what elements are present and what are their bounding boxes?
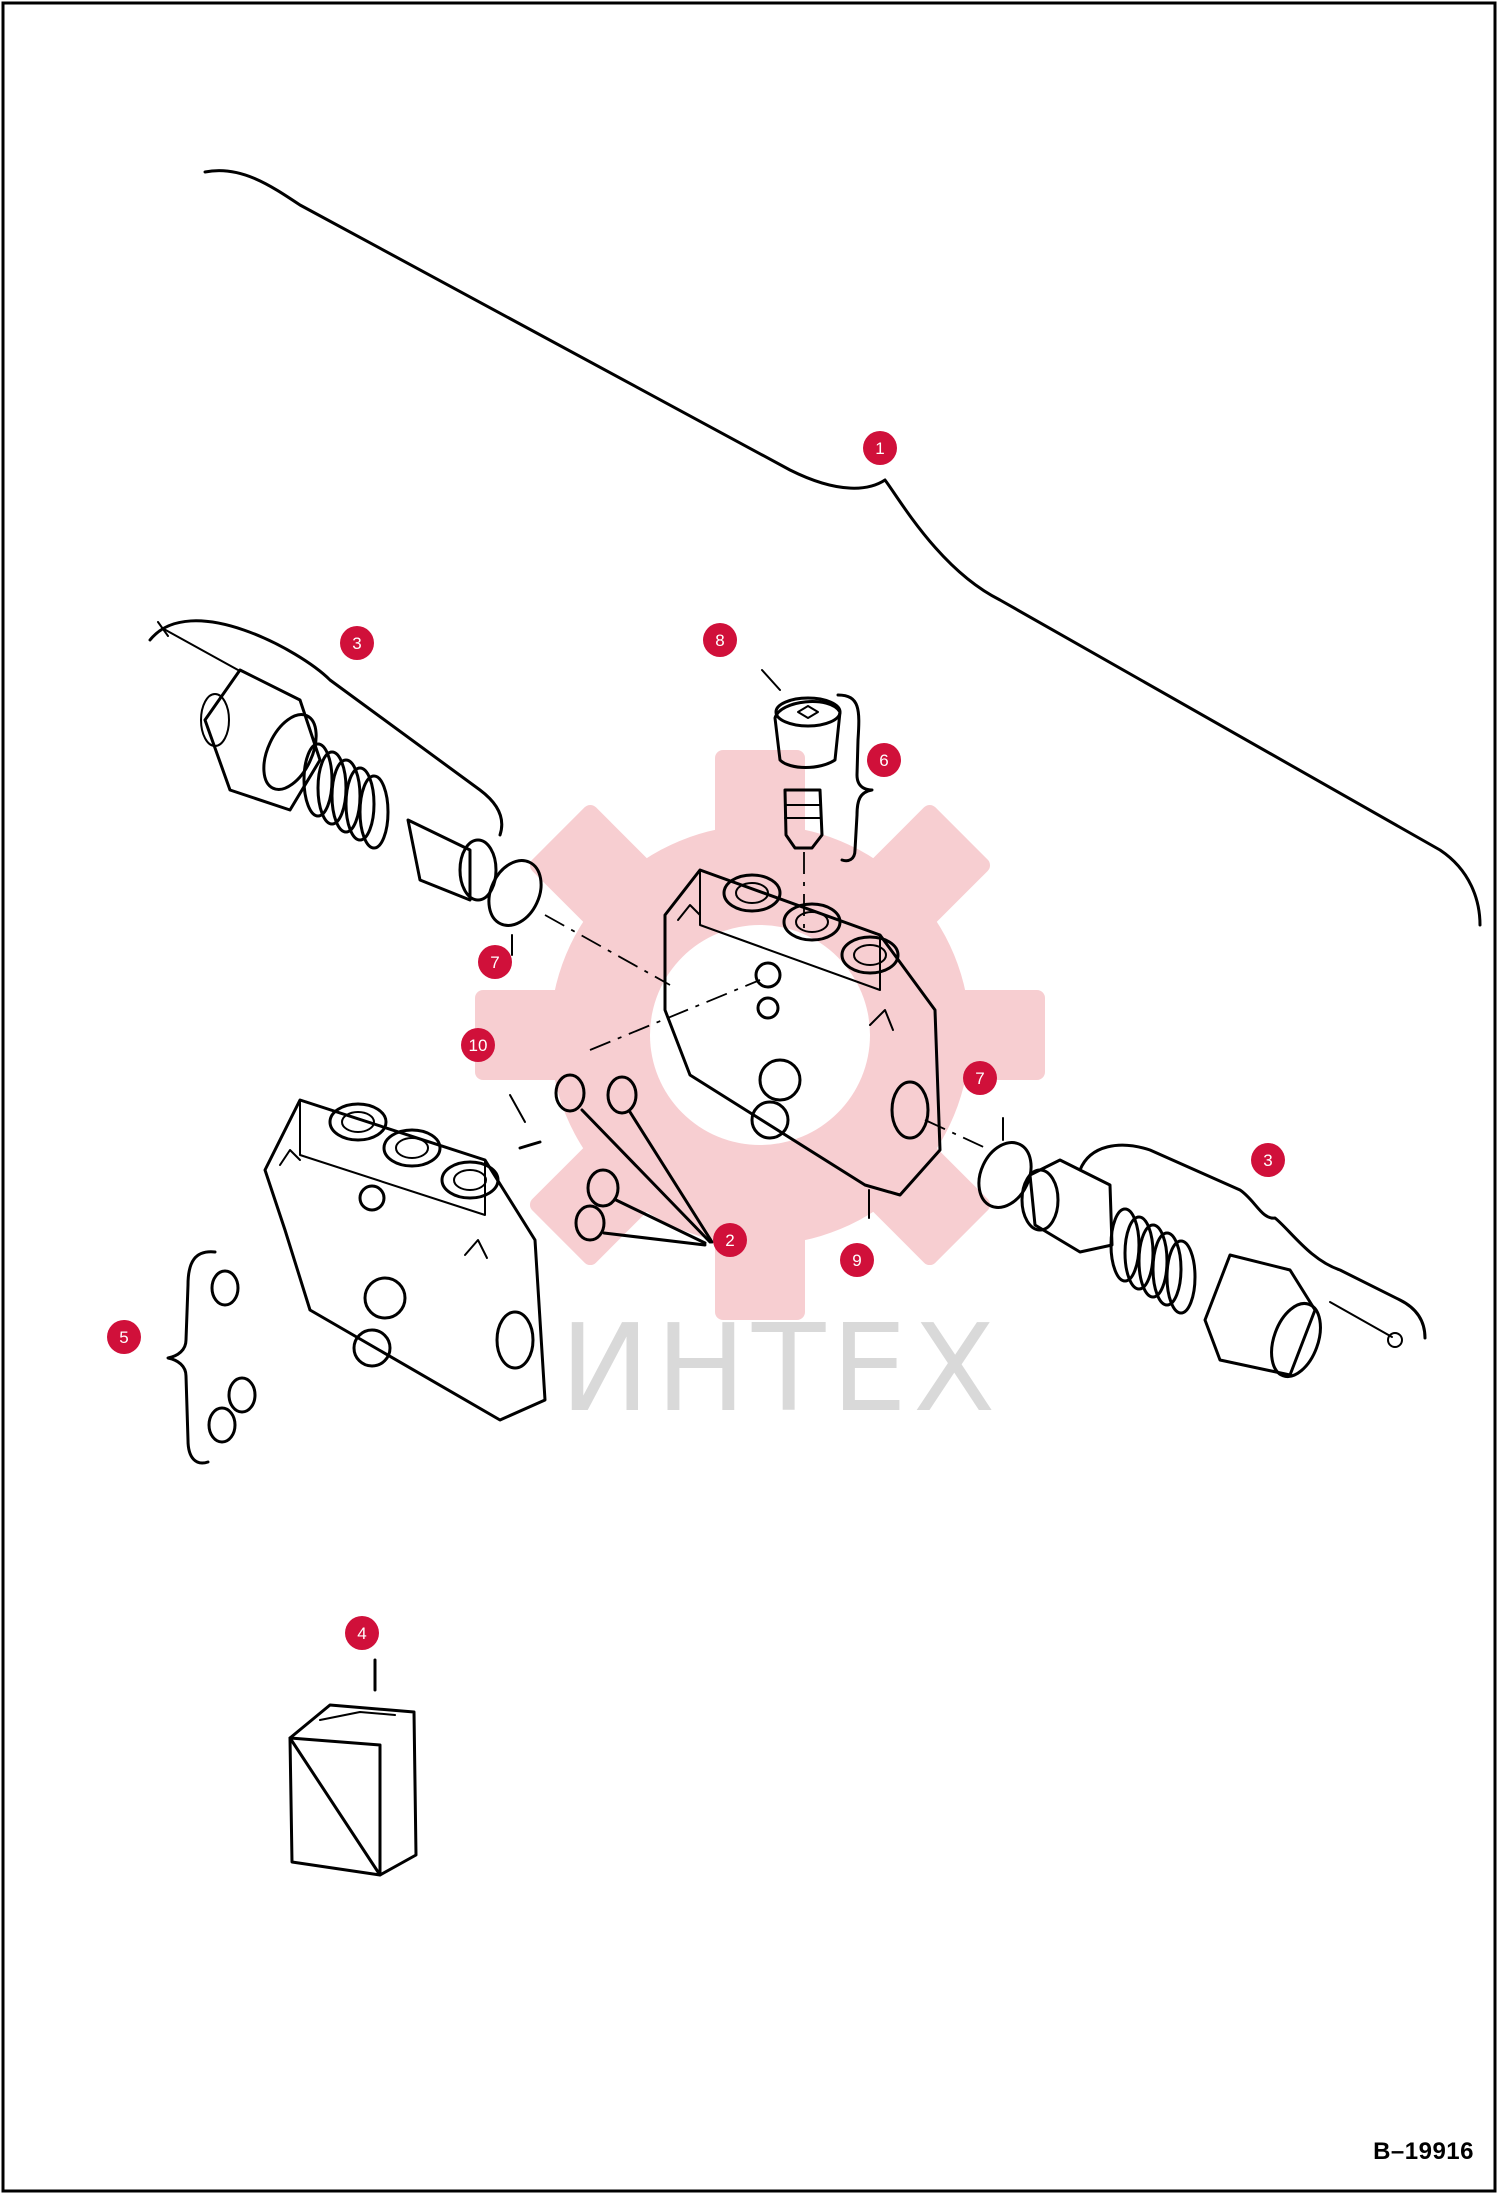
callout-10-label: 10 xyxy=(469,1036,488,1055)
callout-7-right[interactable]: 7 xyxy=(963,1061,997,1095)
drawing-number: B–19916 xyxy=(1373,2138,1474,2165)
callout-9[interactable]: 9 xyxy=(840,1243,874,1277)
callout-3-right-label: 3 xyxy=(1263,1151,1272,1170)
callout-5[interactable]: 5 xyxy=(107,1320,141,1354)
watermark-text: ИНТЕХ xyxy=(560,1300,1001,1439)
right-spool-assembly xyxy=(1020,1143,1427,1378)
callout-1-label: 1 xyxy=(875,439,884,458)
plug-relief-assembly xyxy=(761,669,874,930)
callout-2-label: 2 xyxy=(725,1231,734,1250)
assembly-bracket xyxy=(203,169,1482,927)
callout-4-label: 4 xyxy=(357,1624,366,1643)
pin-part xyxy=(509,1094,542,1150)
callout-3-left[interactable]: 3 xyxy=(340,626,374,660)
seal-kit-bracket xyxy=(166,1250,257,1465)
callout-3-left-label: 3 xyxy=(352,634,361,653)
o-rings-set xyxy=(554,1073,714,1247)
seal-kit-box xyxy=(288,1658,418,1877)
callout-7-left[interactable]: 7 xyxy=(478,945,512,979)
callout-9-label: 9 xyxy=(852,1251,861,1270)
watermark-gear xyxy=(475,750,1045,1320)
valve-section-main xyxy=(663,868,942,1219)
callout-5-label: 5 xyxy=(119,1328,128,1347)
callout-7-left-label: 7 xyxy=(490,953,499,972)
callout-2[interactable]: 2 xyxy=(713,1223,747,1257)
centerline-right xyxy=(924,1119,991,1151)
callout-6-label: 6 xyxy=(879,751,888,770)
callout-1[interactable]: 1 xyxy=(863,431,897,465)
callout-8[interactable]: 8 xyxy=(703,623,737,657)
centerline-ports xyxy=(589,979,761,1051)
valve-section-secondary xyxy=(263,1098,547,1422)
callout-4[interactable]: 4 xyxy=(345,1616,379,1650)
left-spool-assembly xyxy=(148,619,543,956)
callout-6[interactable]: 6 xyxy=(867,743,901,777)
callout-7-right-label: 7 xyxy=(975,1069,984,1088)
callout-8-label: 8 xyxy=(715,631,724,650)
callout-3-right[interactable]: 3 xyxy=(1251,1143,1285,1177)
o-ring-right xyxy=(977,1141,1033,1209)
callout-10[interactable]: 10 xyxy=(461,1028,495,1062)
